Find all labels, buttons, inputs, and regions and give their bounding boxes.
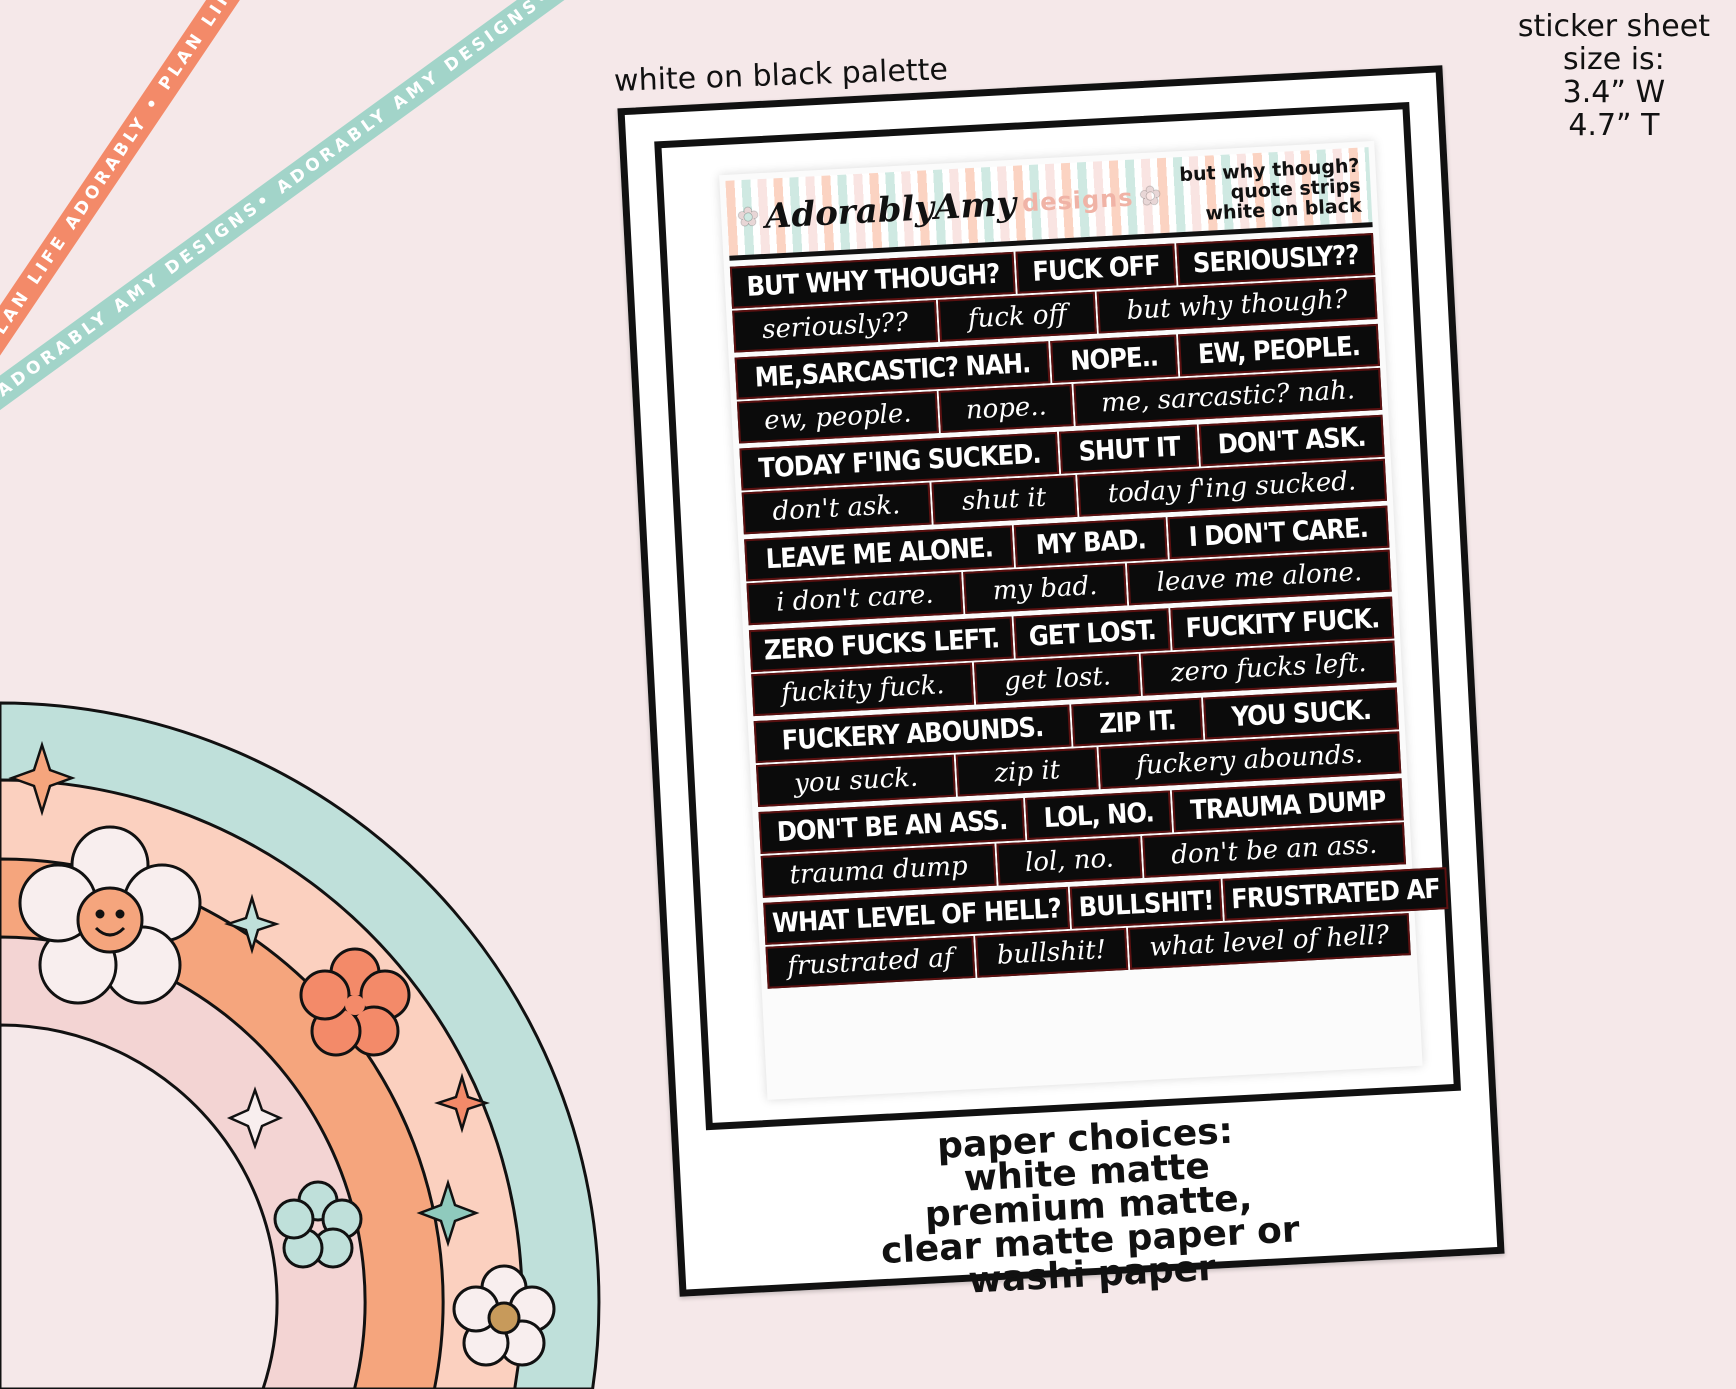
- quote-strip: i don't care.: [746, 572, 964, 626]
- daisy-icon: ✿: [736, 201, 760, 233]
- rainbow-inner: [0, 1023, 279, 1389]
- sticker-sheet: ✿ AdorablyAmy designs ✿ but why though? …: [719, 140, 1449, 1100]
- quote-strip: FUCK OFF: [1015, 243, 1177, 294]
- quote-strip: ZIP IT.: [1071, 697, 1204, 747]
- size-line: size is:: [1563, 42, 1665, 77]
- quote-strip: SHUT IT: [1059, 424, 1199, 474]
- quote-strip: fuck off: [937, 291, 1097, 342]
- rainbow-decoration: [0, 701, 601, 1389]
- quote-strip: lol, no.: [996, 836, 1143, 886]
- quote-strip: bullshit!: [975, 927, 1128, 978]
- sheet-frame: ✿ AdorablyAmy designs ✿ but why though? …: [654, 101, 1461, 1131]
- sheet-title: but why though? quote strips white on bl…: [1179, 154, 1362, 224]
- size-line: 3.4” W: [1562, 75, 1666, 110]
- quote-strip: don't ask.: [741, 482, 932, 535]
- daisy-icon: ✿: [1138, 180, 1162, 212]
- quote-strip: MY BAD.: [1014, 517, 1168, 568]
- quote-strip: BULLSHIT!: [1069, 878, 1223, 929]
- quote-strip: ew, people.: [736, 391, 939, 444]
- quote-strip: SERIOUSLY??: [1176, 233, 1376, 286]
- sparkle-icon: [8, 740, 490, 1248]
- quote-strip: seriously??: [732, 300, 939, 353]
- flower-icon: [18, 825, 556, 1367]
- quote-strip: fuckity fuck.: [751, 662, 975, 717]
- quote-strip: you suck.: [755, 754, 957, 808]
- quote-strip: shut it: [930, 474, 1078, 525]
- quote-strip: DON'T ASK.: [1198, 414, 1385, 467]
- sheet-size-info: sticker sheet size is: 3.4” W 4.7” T: [1518, 10, 1710, 142]
- brand-script: AdorablyAmy: [764, 183, 1018, 237]
- quote-strip: zip it: [956, 747, 1099, 797]
- size-line: sticker sheet: [1517, 9, 1710, 44]
- quote-strip: FRUSTRATED AF: [1222, 867, 1449, 921]
- quote-strip: LOL, NO.: [1025, 790, 1173, 840]
- quote-strip: GET LOST.: [1013, 608, 1171, 659]
- quote-strip: my bad.: [963, 563, 1128, 614]
- quote-strip: frustrated af: [765, 935, 976, 989]
- quote-strip: YOU SUCK.: [1203, 687, 1400, 740]
- quote-strip: nope..: [938, 384, 1075, 433]
- size-line: 4.7” T: [1568, 108, 1660, 143]
- quote-strip: get lost.: [974, 653, 1142, 705]
- polaroid-frame: ✿ AdorablyAmy designs ✿ but why though? …: [617, 65, 1505, 1302]
- brand-logo: ✿ AdorablyAmy designs ✿: [736, 176, 1162, 238]
- quote-strip: NOPE..: [1050, 334, 1179, 384]
- paper-choices: paper choices: white matte premium matte…: [679, 1101, 1499, 1313]
- brand-designs: designs: [1021, 183, 1135, 217]
